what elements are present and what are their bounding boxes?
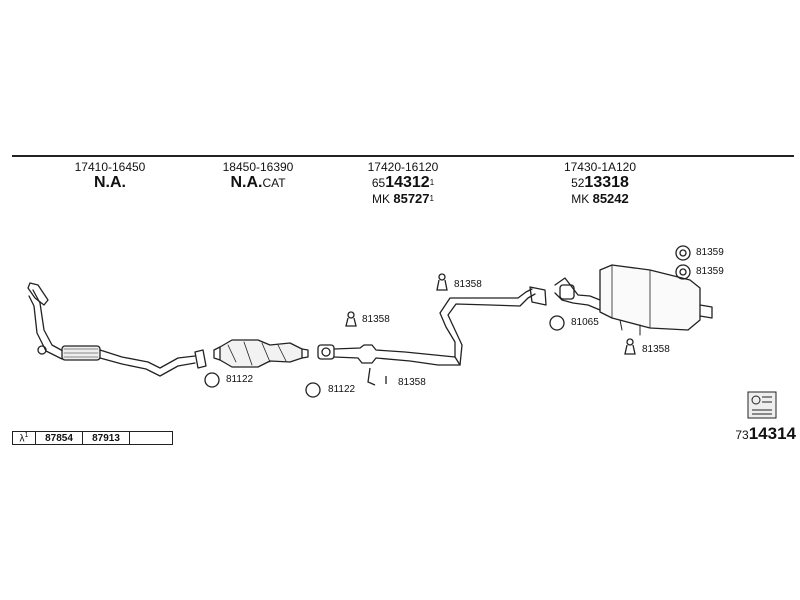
rubber-hanger-icon xyxy=(345,311,357,327)
callout-label: 81359 xyxy=(696,247,724,258)
rubber-hanger-icon xyxy=(436,273,448,291)
column-header-center-pipe: 17420-16120 65143121 MK 857271 xyxy=(328,160,478,206)
part-label-suffix: CAT xyxy=(262,176,286,190)
center-pipe xyxy=(317,286,547,366)
ref-cell: 87913 xyxy=(82,430,130,446)
part-number: 18450-16390 xyxy=(222,160,294,174)
callout-label: 81358 xyxy=(362,314,390,325)
callout-label: 81065 xyxy=(571,317,599,328)
callout-label: 81358 xyxy=(642,344,670,355)
diagram-reference-number: 7314314 xyxy=(735,424,796,443)
ref-cell xyxy=(129,430,173,446)
column-header-front-pipe: 17410-16450 N.A. xyxy=(35,160,185,192)
callout-label: 81358 xyxy=(398,377,426,388)
rubber-hanger-icon xyxy=(367,367,387,386)
gasket-ring-icon xyxy=(204,372,220,388)
part-number: 17410-16450 xyxy=(74,160,146,174)
part-label: N.A.CAT xyxy=(230,174,286,191)
lambda-cell: λ1 xyxy=(12,430,36,446)
nut-icon xyxy=(675,264,691,280)
rear-muffler xyxy=(554,264,713,336)
part-number: 17420-16120 xyxy=(367,160,439,174)
part-main-number: 65143121 xyxy=(371,174,435,191)
diagram-reference-icon xyxy=(747,391,777,419)
part-main-number: 5213318 xyxy=(571,174,629,191)
mk-number: MK 85242 xyxy=(571,191,629,207)
rubber-hanger-icon xyxy=(624,338,636,355)
mk-number: MK 857271 xyxy=(372,191,434,207)
catalytic-converter xyxy=(213,339,309,368)
ref-cell: 87854 xyxy=(35,430,83,446)
front-pipe xyxy=(27,282,207,377)
gasket-ring-icon xyxy=(305,382,321,398)
column-header-rear-muffler: 17430-1A120 5213318 MK 85242 xyxy=(525,160,675,206)
callout-label: 81358 xyxy=(454,279,482,290)
part-number: 17430-1A120 xyxy=(563,160,637,174)
header-divider xyxy=(12,155,794,157)
part-label: N.A. xyxy=(94,174,126,191)
callout-label: 81122 xyxy=(226,374,254,385)
column-header-catalyst: 18450-16390 N.A.CAT xyxy=(183,160,333,192)
callout-label: 81359 xyxy=(696,266,724,277)
reference-table: λ1 87854 87913 xyxy=(12,430,173,446)
nut-icon xyxy=(675,245,691,261)
callout-label: 81122 xyxy=(328,384,356,395)
gasket-ring-icon xyxy=(549,315,565,331)
